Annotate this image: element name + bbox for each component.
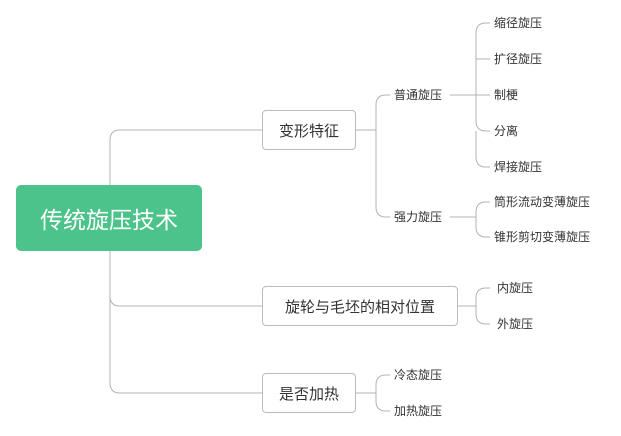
connector-heat-leaves — [356, 374, 390, 412]
leaf-internal-spinning[interactable]: 内旋压 — [497, 281, 534, 295]
branch-relative-position[interactable]: 旋轮与毛坯的相对位置 — [262, 286, 458, 326]
connector-root-branches — [109, 129, 262, 394]
leaf-hot-spinning[interactable]: 加热旋压 — [394, 404, 443, 418]
leaf-external-spinning[interactable]: 外旋压 — [497, 317, 534, 331]
leaf-weld-spinning[interactable]: 焊接旋压 — [494, 160, 543, 174]
connector-deform-subs — [356, 94, 390, 218]
root-node[interactable]: 传统旋压技术 — [16, 185, 202, 251]
connector-power-leaves — [450, 201, 490, 238]
sub-branch-normal-spinning[interactable]: 普通旋压 — [394, 88, 443, 102]
leaf-rib-forming[interactable]: 制梗 — [494, 88, 519, 102]
leaf-separation[interactable]: 分离 — [494, 124, 519, 138]
leaf-cold-spinning[interactable]: 冷态旋压 — [394, 368, 443, 382]
connector-position-leaves — [458, 287, 490, 325]
leaf-expanding-spinning[interactable]: 扩径旋压 — [494, 52, 543, 66]
sub-branch-power-spinning[interactable]: 强力旋压 — [394, 210, 443, 224]
branch-heating[interactable]: 是否加热 — [262, 373, 356, 413]
connector-normal-leaves — [450, 22, 490, 168]
leaf-shear-forming[interactable]: 锥形剪切变薄旋压 — [494, 230, 591, 244]
leaf-necking-spinning[interactable]: 缩径旋压 — [494, 16, 543, 30]
leaf-flow-forming[interactable]: 筒形流动变薄旋压 — [494, 195, 591, 209]
branch-deformation[interactable]: 变形特征 — [262, 110, 356, 150]
